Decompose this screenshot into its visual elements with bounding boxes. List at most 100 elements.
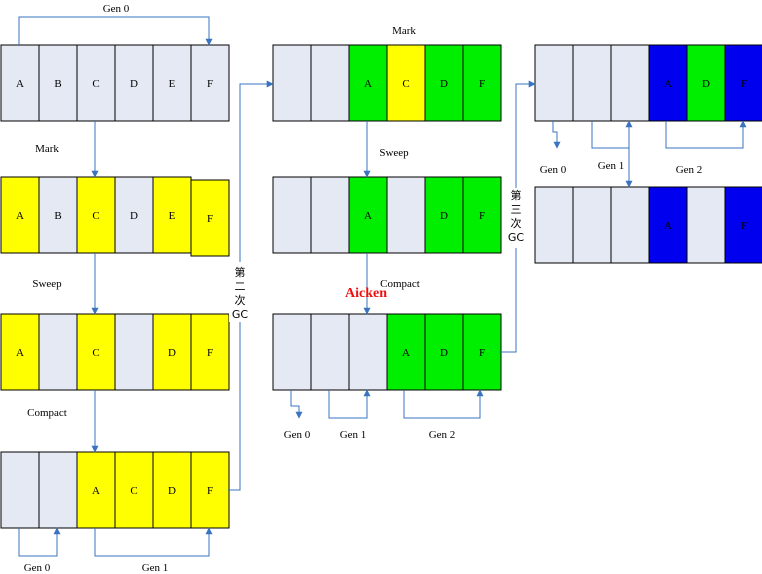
- second-gc-char-4: GC: [232, 308, 249, 321]
- memory-cell: [38, 176, 78, 254]
- memory-cell: [0, 176, 40, 254]
- memory-cell-label: A: [364, 78, 372, 90]
- memory-cell: [38, 44, 78, 122]
- rt-gen0-label: Gen 0: [540, 164, 567, 176]
- second-gc-char-1: 第: [235, 265, 246, 279]
- rt-gen2-arrow: [665, 120, 747, 149]
- r4-gen1-label: Gen 1: [142, 562, 169, 574]
- memory-cell: [462, 44, 502, 122]
- memory-cell-label: F: [207, 78, 213, 90]
- memory-cell: [686, 186, 726, 264]
- memory-cell: [386, 44, 426, 122]
- memory-cell: [272, 313, 312, 391]
- memory-cell-label: F: [207, 347, 213, 359]
- memory-cell: [610, 44, 650, 122]
- memory-cell: [114, 313, 154, 391]
- memory-cell: [190, 44, 230, 122]
- m3-gen2-arrow: [403, 389, 484, 419]
- top-gen0-arrow: [18, 16, 213, 46]
- memory-cell-label: E: [169, 210, 176, 222]
- memory-cell: [348, 176, 388, 254]
- memory-cell-label: A: [16, 210, 24, 222]
- memory-cell-label: F: [741, 220, 747, 232]
- third-gc-char-2: 三: [511, 203, 522, 216]
- sweep-label-mid: Sweep: [379, 147, 409, 159]
- r4-gen0-label: Gen 0: [24, 562, 51, 574]
- memory-cell: [152, 44, 192, 122]
- watermark: Aicken: [345, 286, 387, 301]
- memory-cell-label: B: [54, 210, 61, 222]
- memory-cell: [424, 313, 464, 391]
- sweep-label-left: Sweep: [32, 278, 62, 290]
- memory-cell: [462, 176, 502, 254]
- r4-gen1-arrow: [94, 527, 213, 557]
- memory-cell-label: A: [16, 347, 24, 359]
- m3-gen0-label: Gen 0: [284, 429, 311, 441]
- third-gc-char-3: 次: [511, 216, 522, 230]
- m3-gen2-label: Gen 2: [429, 429, 456, 441]
- second-gc-char-3: 次: [235, 293, 246, 307]
- memory-cell-label: D: [440, 210, 448, 222]
- memory-cell: [190, 179, 230, 257]
- third-gc-char-4: GC: [508, 231, 525, 244]
- rt-gen1-arrow: [591, 120, 633, 149]
- memory-cell-label: A: [16, 78, 24, 90]
- memory-cell: [310, 176, 350, 254]
- memory-cell: [648, 44, 688, 122]
- memory-cell-label: D: [440, 78, 448, 90]
- r4-gen0-arrow: [18, 527, 61, 557]
- memory-cell: [38, 313, 78, 391]
- second-gc-char-2: 二: [235, 280, 246, 293]
- memory-cell-label: F: [479, 347, 485, 359]
- memory-cell: [572, 186, 612, 264]
- memory-cell: [272, 44, 312, 122]
- memory-cell-label: D: [702, 78, 710, 90]
- memory-cell: [310, 313, 350, 391]
- memory-cell: [386, 176, 426, 254]
- memory-cell: [114, 176, 154, 254]
- memory-cell: [76, 44, 116, 122]
- memory-cell: [190, 313, 230, 391]
- memory-cell-label: C: [402, 78, 409, 90]
- memory-cell: [386, 313, 426, 391]
- memory-cell-label: F: [479, 78, 485, 90]
- memory-cell: [424, 44, 464, 122]
- rt-gen1-label: Gen 1: [598, 160, 625, 172]
- memory-cell: [310, 44, 350, 122]
- memory-cell: [190, 451, 230, 529]
- memory-cell: [272, 176, 312, 254]
- third-gc-label-bg: [505, 188, 527, 248]
- mark-label-mid: Mark: [392, 25, 416, 37]
- memory-cell-label: D: [168, 485, 176, 497]
- mark-label-left: Mark: [35, 143, 59, 155]
- memory-cell-label: C: [130, 485, 137, 497]
- memory-cell-label: C: [92, 210, 99, 222]
- rt-gen2-label: Gen 2: [676, 164, 703, 176]
- memory-cell-label: A: [92, 485, 100, 497]
- memory-cell-label: D: [130, 78, 138, 90]
- memory-cell: [76, 176, 116, 254]
- m3-gen0-arrow: [290, 390, 303, 419]
- memory-cell-label: D: [440, 347, 448, 359]
- memory-cell-label: B: [54, 78, 61, 90]
- memory-cell-label: A: [364, 210, 372, 222]
- rt-gen0-arrow: [552, 121, 561, 149]
- memory-cell-label: F: [207, 485, 213, 497]
- memory-cell: [114, 451, 154, 529]
- memory-cell: [724, 186, 762, 264]
- memory-cell-label: E: [169, 78, 176, 90]
- memory-cell: [534, 186, 574, 264]
- memory-cell-label: D: [130, 210, 138, 222]
- memory-cell-label: D: [168, 347, 176, 359]
- memory-cell: [610, 186, 650, 264]
- memory-cell-label: F: [479, 210, 485, 222]
- memory-cell: [348, 313, 388, 391]
